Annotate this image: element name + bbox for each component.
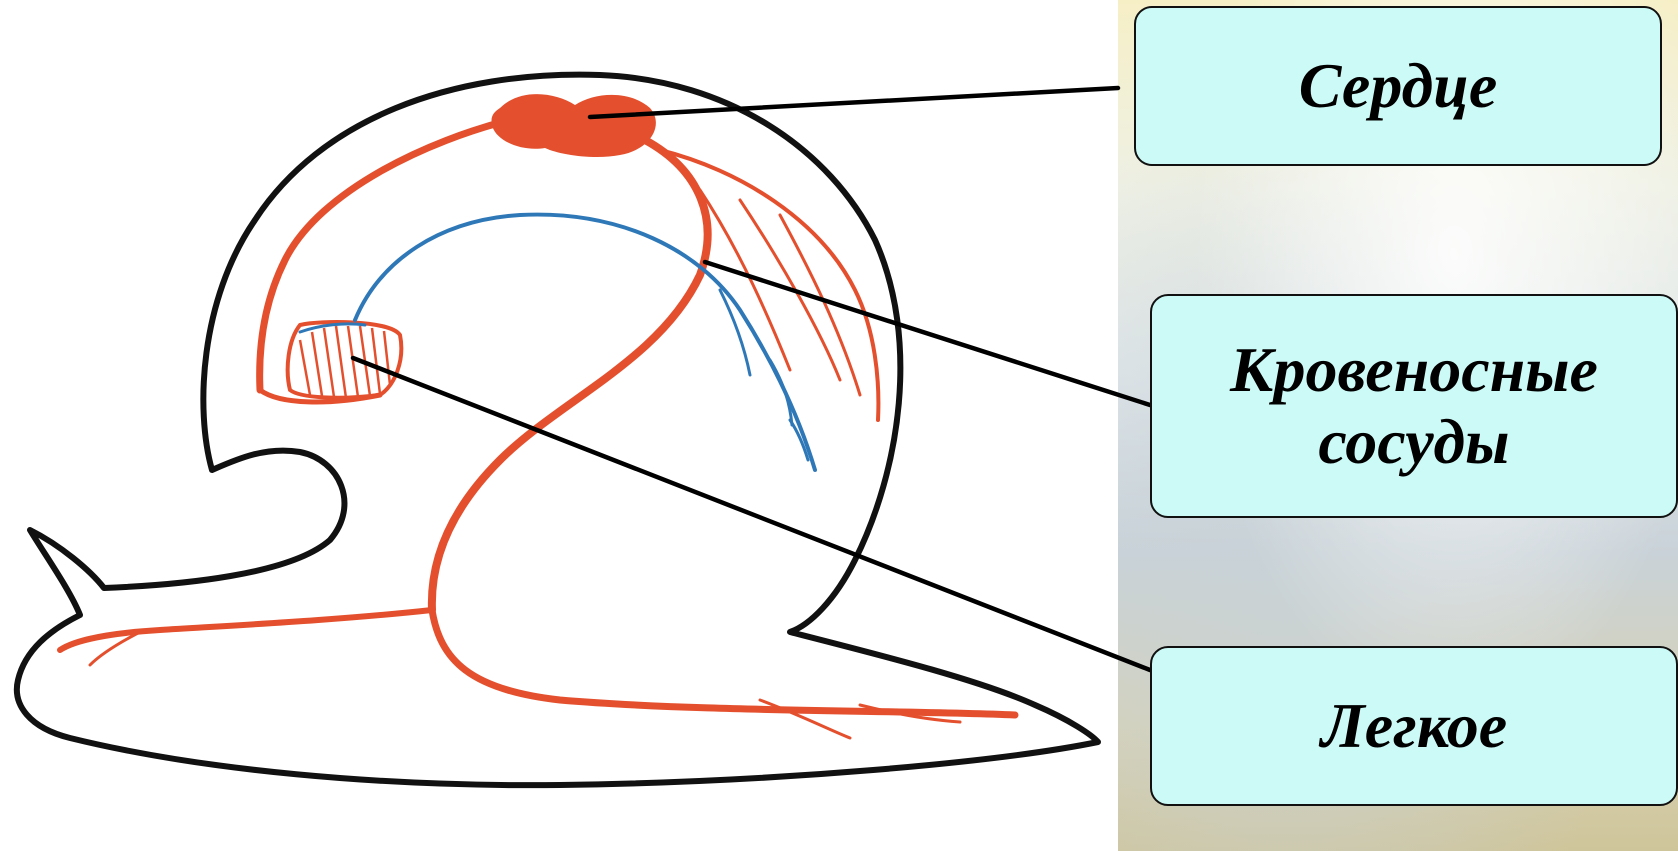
label-heart-text: Сердце xyxy=(1299,50,1497,122)
snail-outline xyxy=(17,75,1098,785)
label-blood-vessels: Кровеносные сосуды xyxy=(1150,294,1678,518)
pointer-line-lung xyxy=(353,358,1150,670)
label-heart: Сердце xyxy=(1134,6,1662,166)
pointer-line-heart xyxy=(590,88,1118,117)
label-vessels-line2: сосуды xyxy=(1230,406,1598,478)
label-vessels-line1: Кровеносные xyxy=(1230,334,1598,406)
label-lung-text: Легкое xyxy=(1321,690,1507,762)
label-lung: Легкое xyxy=(1150,646,1678,806)
pointer-lines xyxy=(353,88,1150,670)
lung-shape xyxy=(288,322,402,398)
pointer-line-vessels xyxy=(705,262,1150,405)
heart-shape xyxy=(491,94,655,157)
